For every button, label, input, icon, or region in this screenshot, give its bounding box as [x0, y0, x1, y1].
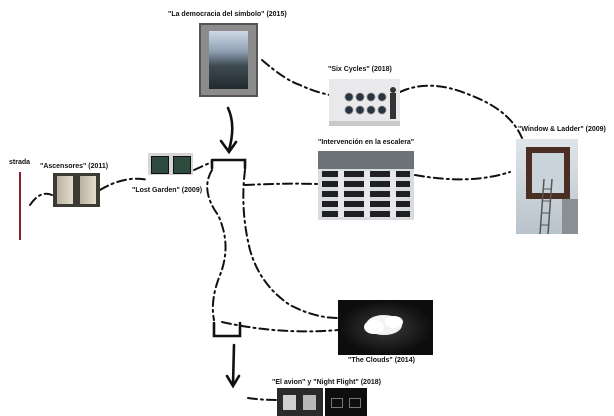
work-label-clouds: "The Clouds" (2014) — [348, 357, 415, 364]
work-label-intervencion: "Intervención en la escalera" — [318, 139, 415, 146]
photo-lost-garden — [148, 153, 193, 175]
arrow-down-2 — [231, 343, 236, 387]
photo-window-ladder — [516, 139, 578, 234]
photo-democracia-image — [209, 31, 248, 89]
route-intervencion-window — [414, 171, 511, 181]
route-right-branch — [242, 169, 339, 319]
arrow-head-1 — [219, 139, 238, 155]
work-label-lost-garden: "Lost Garden" (2009) — [132, 187, 203, 194]
photo-avion — [277, 388, 323, 416]
junction-bracket-top — [210, 158, 247, 170]
route-sixcycles-window — [399, 84, 523, 139]
route-democracia-sixcycles — [261, 59, 331, 96]
arrow-down-1 — [226, 106, 234, 152]
arrow-head-2 — [225, 374, 241, 389]
route-left-branch — [206, 169, 227, 321]
work-label-democracia: "La democracia del símbolo" (2015) — [168, 11, 287, 18]
photo-intervencion — [318, 151, 414, 220]
work-label-window-ladder: "Window & Ladder" (2009) — [518, 126, 606, 133]
photo-democracia — [199, 23, 258, 97]
work-label-six-cycles: "Six Cycles" (2018) — [328, 66, 392, 73]
photo-six-cycles — [329, 79, 400, 126]
route-ascensores-garden — [99, 177, 149, 191]
work-label-ascensores: "Ascensores" (2011) — [40, 163, 109, 170]
photo-clouds — [338, 300, 433, 355]
junction-bracket-bottom — [212, 321, 242, 338]
work-label-avion: "El avion" y "Night Flight" (2018) — [272, 379, 381, 386]
route-to-avion — [247, 397, 277, 401]
entrance-label: strada — [9, 159, 31, 166]
photo-ascensores — [53, 173, 100, 207]
route-clouds-return — [221, 321, 339, 333]
route-entrance-ascensores — [29, 192, 53, 206]
route-garden-junction — [193, 161, 213, 171]
route-junction-intervencion — [244, 182, 319, 186]
photo-night-flight — [325, 388, 367, 416]
